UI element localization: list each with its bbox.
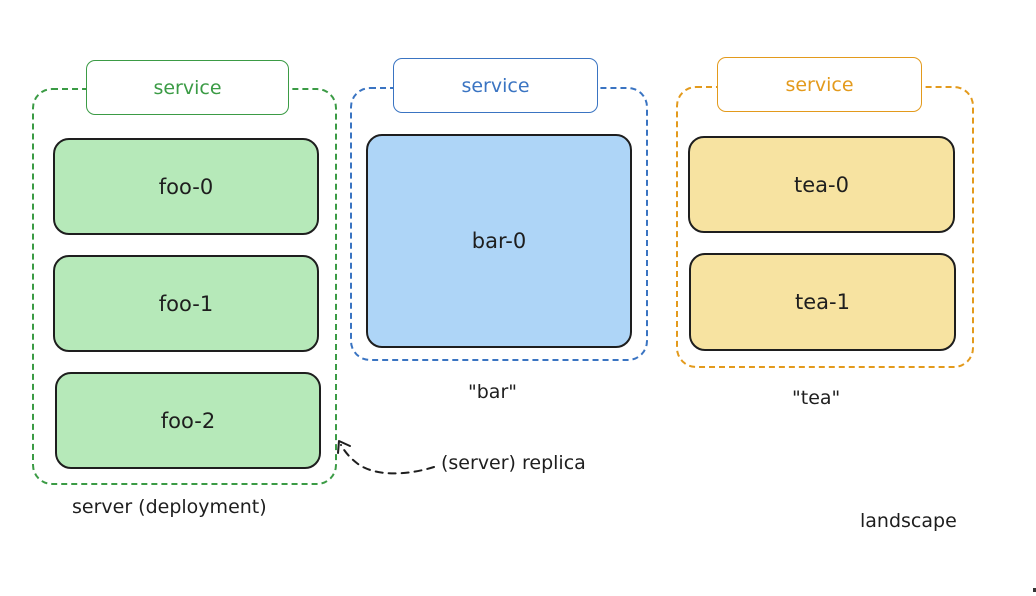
bar-caption: "bar" (468, 381, 517, 403)
pod-bar-0[interactable]: bar-0 (366, 134, 632, 348)
pod-foo-2[interactable]: foo-2 (55, 372, 321, 469)
bar-service-tag[interactable]: service (393, 58, 598, 113)
server-service-tag[interactable]: service (86, 60, 289, 115)
dashed-curved-arrow-icon (337, 440, 435, 475)
pod-foo-1[interactable]: foo-1 (53, 255, 319, 352)
pod-foo-0[interactable]: foo-0 (53, 138, 319, 235)
tea-caption: "tea" (792, 387, 841, 409)
tea-service-tag[interactable]: service (717, 57, 922, 112)
replica-label: (server) replica (441, 452, 586, 474)
server-caption: server (deployment) (72, 496, 267, 518)
landscape-label: landscape (860, 510, 957, 532)
edge-mark (1033, 588, 1036, 592)
pod-tea-1[interactable]: tea-1 (689, 253, 956, 351)
pod-tea-0[interactable]: tea-0 (688, 136, 955, 233)
